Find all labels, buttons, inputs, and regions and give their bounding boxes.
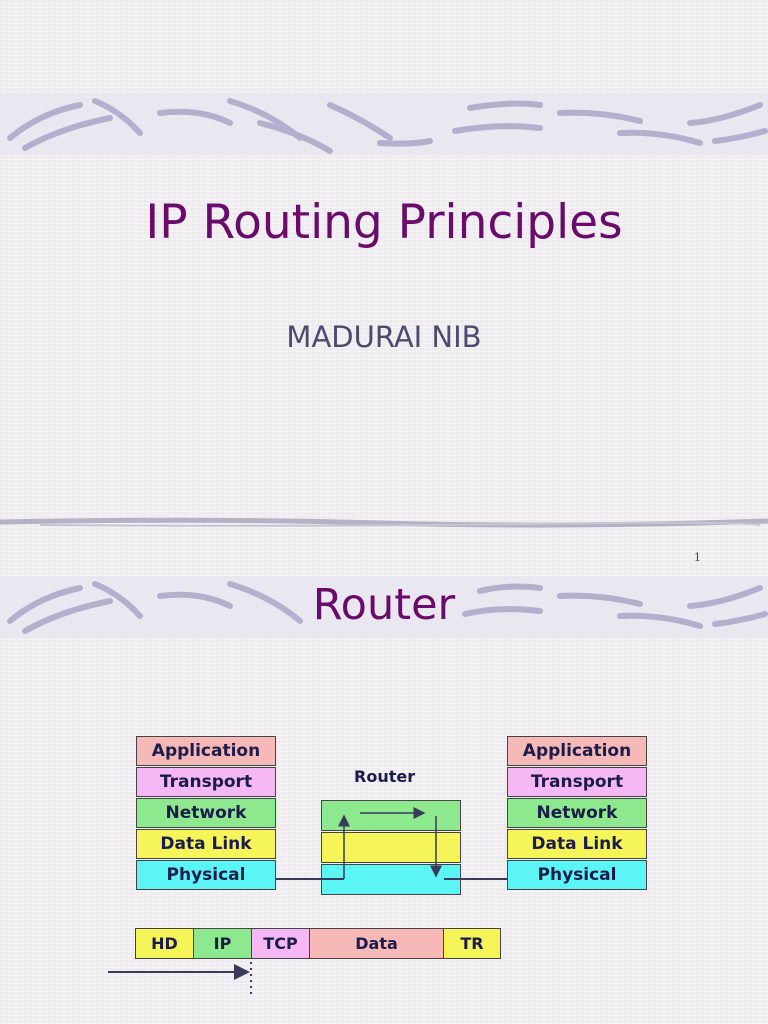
router-label: Router — [354, 767, 416, 786]
slide-subtitle: MADURAI NIB — [286, 320, 482, 354]
slide-title: Router — [312, 580, 456, 630]
packet-segment-data: Data — [310, 929, 444, 958]
decorative-banner — [0, 93, 768, 155]
right-layer-network: Network — [507, 798, 647, 828]
decorative-rule — [0, 517, 768, 528]
slide-number: 1 — [694, 551, 701, 564]
left-layer-data-link: Data Link — [136, 829, 276, 859]
slide-1: IP Routing Principles MADURAI NIB 1 — [0, 93, 768, 564]
decorative-banner — [0, 576, 768, 638]
packet-segment-tcp: TCP — [252, 929, 310, 958]
right-layer-application: Application — [507, 736, 647, 766]
packet-segment-tr: TR — [444, 929, 500, 958]
right-layer-physical: Physical — [507, 860, 647, 890]
slide-title: IP Routing Principles — [145, 195, 623, 250]
left-layer-transport: Transport — [136, 767, 276, 797]
packet-segment-hd: HD — [136, 929, 194, 958]
connector-lines — [108, 807, 507, 996]
left-layer-network: Network — [136, 798, 276, 828]
right-layer-transport: Transport — [507, 767, 647, 797]
packet-segment-ip: IP — [194, 929, 252, 958]
left-layer-physical: Physical — [136, 860, 276, 890]
right-layer-data-link: Data Link — [507, 829, 647, 859]
left-layer-application: Application — [136, 736, 276, 766]
